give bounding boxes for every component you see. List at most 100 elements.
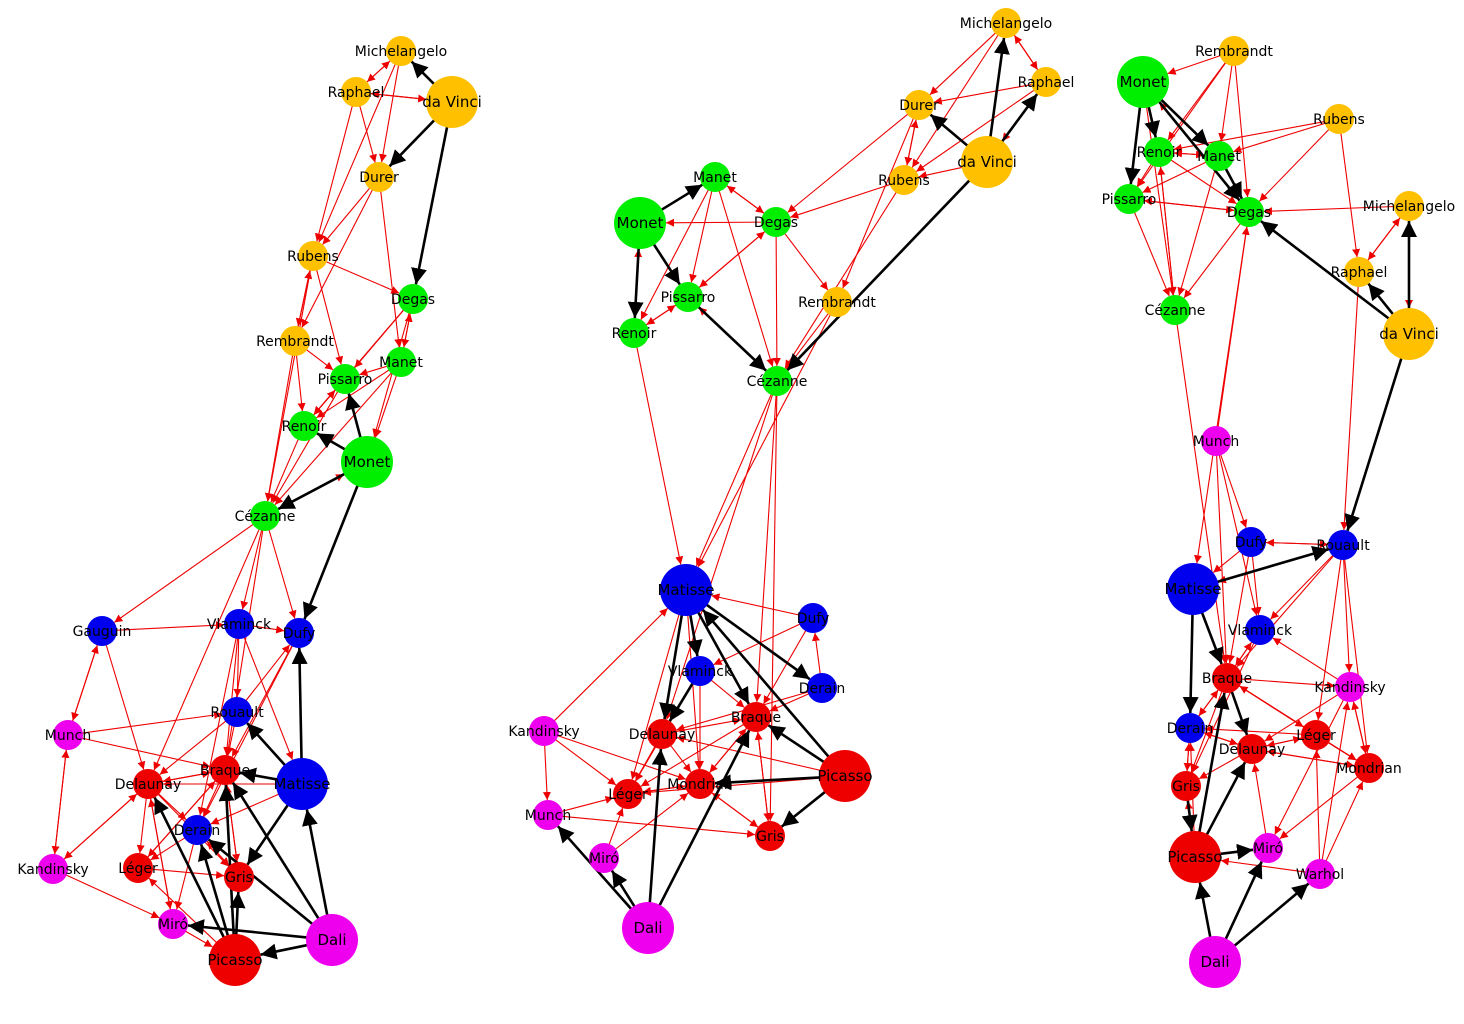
edge-leger-to-braque	[1239, 685, 1309, 731]
edge-pissarro-to-cezanne	[693, 302, 767, 372]
edge-picasso-to-braque	[1196, 692, 1230, 842]
node-circle	[298, 241, 328, 271]
edge-dali-to-picasso	[1195, 882, 1214, 947]
node-warhol: Warhol	[1296, 859, 1344, 889]
edge-kandinsky-to-matisse	[550, 607, 668, 726]
edge-vlaminck-to-braque	[706, 676, 745, 708]
node-gauguin: Gauguin	[73, 616, 131, 646]
edge-cezanne-to-delaunay	[153, 523, 262, 771]
edge-cezanne-to-matisse	[695, 389, 774, 567]
edge-munch-to-leger	[556, 795, 614, 814]
edge-renoir-to-pissarro	[641, 304, 676, 329]
edge-rouault-to-dufy	[1265, 538, 1335, 547]
edge-cezanne-to-vlaminck	[240, 524, 264, 610]
edge-manet-to-renoir	[316, 366, 394, 419]
node-circle	[1335, 672, 1365, 702]
edge-dufy-to-vlaminck	[1251, 550, 1262, 616]
node-matisse: Matisse	[273, 758, 331, 810]
edge-degas-to-manet	[726, 185, 770, 218]
edge-picasso-to-delaunay	[676, 735, 830, 774]
node-rubens: Rubens	[878, 165, 930, 195]
edge-monet-to-cezanne	[1144, 97, 1176, 296]
edge-braque-to-delaunay	[1228, 686, 1250, 736]
edge-miro-to-delaunay	[1251, 763, 1268, 840]
edge-kandinsky-to-miro	[1274, 694, 1347, 835]
edge-gris-to-picasso	[1181, 794, 1198, 832]
edge-manet-to-pissarro	[689, 185, 714, 283]
edge-miro-to-leger	[606, 807, 624, 850]
edge-rembrandt-to-pissarro	[301, 345, 334, 371]
node-delaunay: Delaunay	[1219, 734, 1285, 764]
edge-rouault-to-vlaminck	[1270, 551, 1338, 620]
node-circle	[1383, 308, 1435, 360]
edge-rembrandt-to-degas	[1234, 59, 1251, 198]
node-circle	[1117, 56, 1169, 108]
node-circle	[819, 750, 871, 802]
edge-kandinsky-to-munch	[53, 749, 70, 861]
edge-dufy-to-braque	[231, 640, 296, 758]
edge-braque-to-kandinsky	[1235, 678, 1336, 690]
edge-dali-to-miro	[1220, 861, 1263, 949]
edge-rubens-to-cezanne	[784, 187, 900, 369]
node-michelangelo: Michelangelo	[1363, 191, 1455, 221]
edge-monet-to-renoir	[627, 238, 644, 319]
node-circle	[1114, 184, 1144, 214]
node-circle	[1144, 137, 1174, 167]
edge-mondrian-to-braque	[705, 728, 747, 778]
edge-monet-to-pissarro	[1124, 97, 1143, 185]
edge-monet-to-cezanne	[277, 468, 354, 511]
node-michelangelo: Michelangelo	[355, 36, 447, 66]
edge-picasso-to-leger	[148, 877, 225, 950]
node-circle	[87, 616, 117, 646]
node-circle	[529, 716, 559, 746]
node-circle	[589, 843, 619, 873]
node-circle	[741, 702, 771, 732]
node-raphael: Raphael	[328, 77, 384, 107]
node-circle	[1201, 426, 1231, 456]
edge-davinci-to-degas	[1260, 220, 1398, 326]
node-circle	[1237, 734, 1267, 764]
edge-matisse-to-braque	[1197, 603, 1224, 665]
edge-munch-to-rouault	[76, 711, 223, 735]
edge-pissarro-to-degas	[694, 231, 765, 292]
node-circle	[1328, 530, 1358, 560]
edge-rubens-to-degas	[790, 182, 896, 219]
edge-munch-to-gauguin	[70, 645, 99, 727]
edge-renoir-to-matisse	[635, 341, 684, 565]
edge-rembrandt-to-manet	[1218, 59, 1234, 142]
edge-rouault-to-mondrian	[1343, 553, 1371, 754]
edge-munch-to-braque	[76, 736, 211, 769]
node-circle	[276, 758, 328, 810]
edge-rembrandt-to-monet	[1167, 53, 1226, 75]
edge-kandinsky-to-miro	[60, 872, 160, 919]
edge-raphael-to-michelangelo	[362, 60, 391, 87]
edge-mondrian-to-kandinsky	[1351, 701, 1368, 760]
edge-dali-to-miro	[187, 919, 317, 940]
edge-matisse-to-derain	[697, 598, 811, 681]
edge-davinci-to-durer	[388, 112, 443, 168]
edge-rouault-to-leger	[1315, 553, 1343, 721]
edge-derain-to-miro	[174, 838, 196, 910]
edge-cezanne-to-braque	[753, 389, 777, 703]
edge-davinci-to-raphael	[995, 93, 1039, 151]
edge-vlaminck-to-rouault	[233, 632, 242, 698]
node-degas: Degas	[391, 284, 435, 314]
node-leger: Léger	[118, 853, 158, 883]
edge-vlaminck-to-dufy	[247, 624, 285, 634]
edge-cezanne-to-delaunay	[665, 389, 775, 720]
edge-raphael-to-durer	[933, 83, 1038, 105]
node-circle	[1169, 831, 1221, 883]
node-circle	[341, 77, 371, 107]
edge-rubens-to-manet	[1233, 121, 1331, 154]
edge-durer-to-degas	[787, 110, 913, 213]
edge-degas-to-cezanne	[772, 230, 781, 367]
edge-dufy-to-braque	[1227, 550, 1250, 664]
edge-picasso-to-derain	[198, 844, 232, 946]
edge-michelangelo-to-degas	[1263, 205, 1401, 216]
edge-mondrian-to-delaunay	[1266, 748, 1361, 768]
edge-dali-to-derain	[207, 838, 321, 932]
edge-leger-to-derain	[1204, 725, 1308, 736]
